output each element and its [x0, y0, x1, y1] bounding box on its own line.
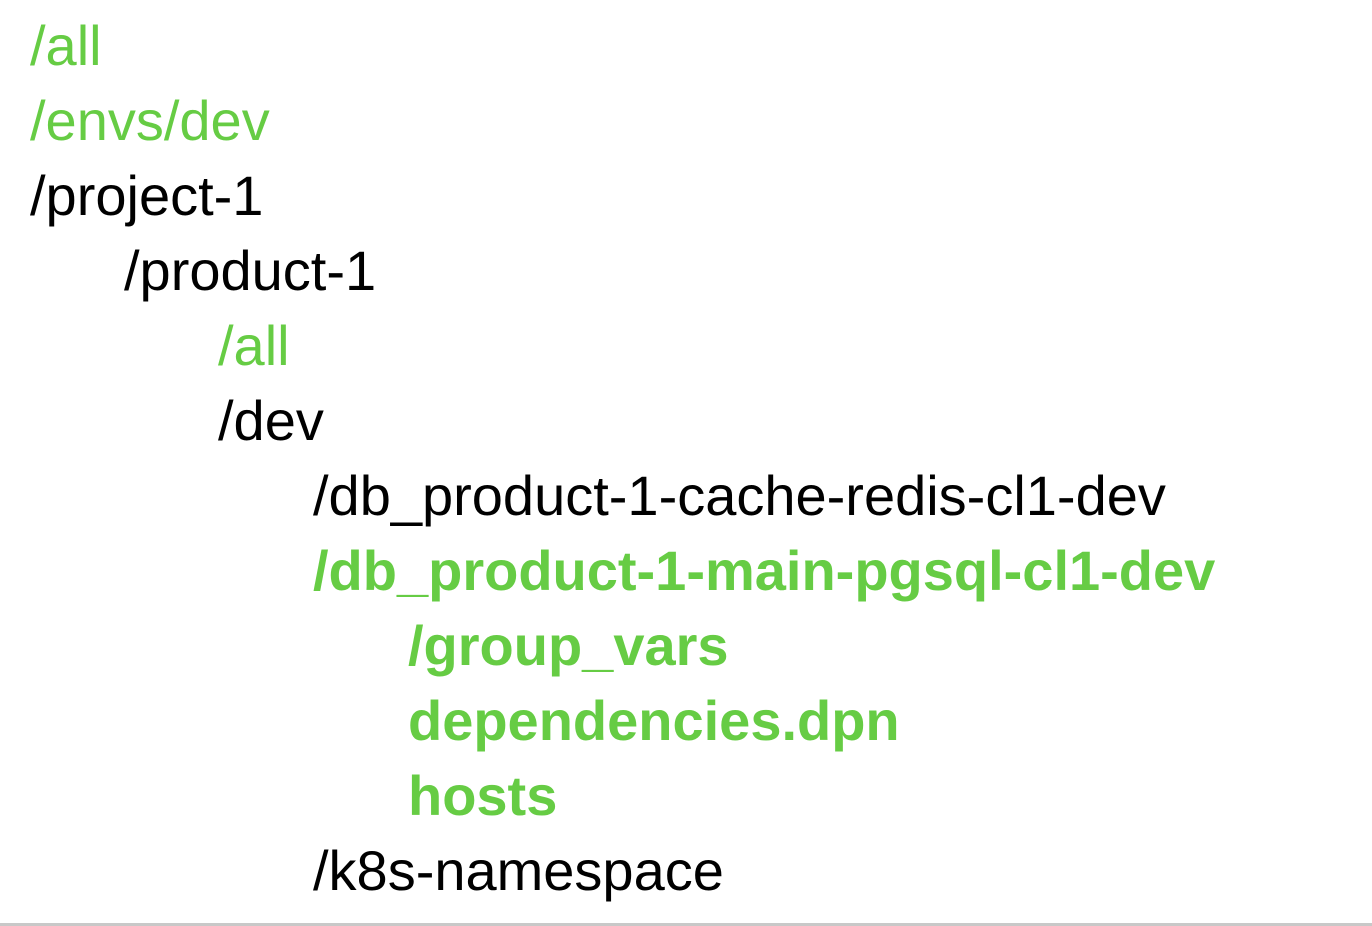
tree-node-product-1: /product-1	[124, 239, 377, 302]
tree-node-envs-dev: /envs/dev	[30, 89, 270, 152]
tree-node-dev: /dev	[218, 389, 324, 452]
tree-node-group-vars: /group_vars	[408, 614, 729, 677]
tree-node-k8s-namespace: /k8s-namespace	[313, 839, 724, 902]
tree-node-project-1: /project-1	[30, 164, 264, 227]
tree-node-dependencies-file: dependencies.dpn	[408, 689, 900, 752]
tree-node-db-cache-redis: /db_product-1-cache-redis-cl1-dev	[313, 464, 1166, 527]
tree-node-hosts-file: hosts	[408, 764, 558, 827]
tree-node-product-all: /all	[218, 314, 290, 377]
tree-node-all-root: /all	[30, 14, 102, 77]
tree-node-db-main-pgsql: /db_product-1-main-pgsql-cl1-dev	[313, 539, 1216, 602]
bottom-divider	[0, 923, 1372, 926]
